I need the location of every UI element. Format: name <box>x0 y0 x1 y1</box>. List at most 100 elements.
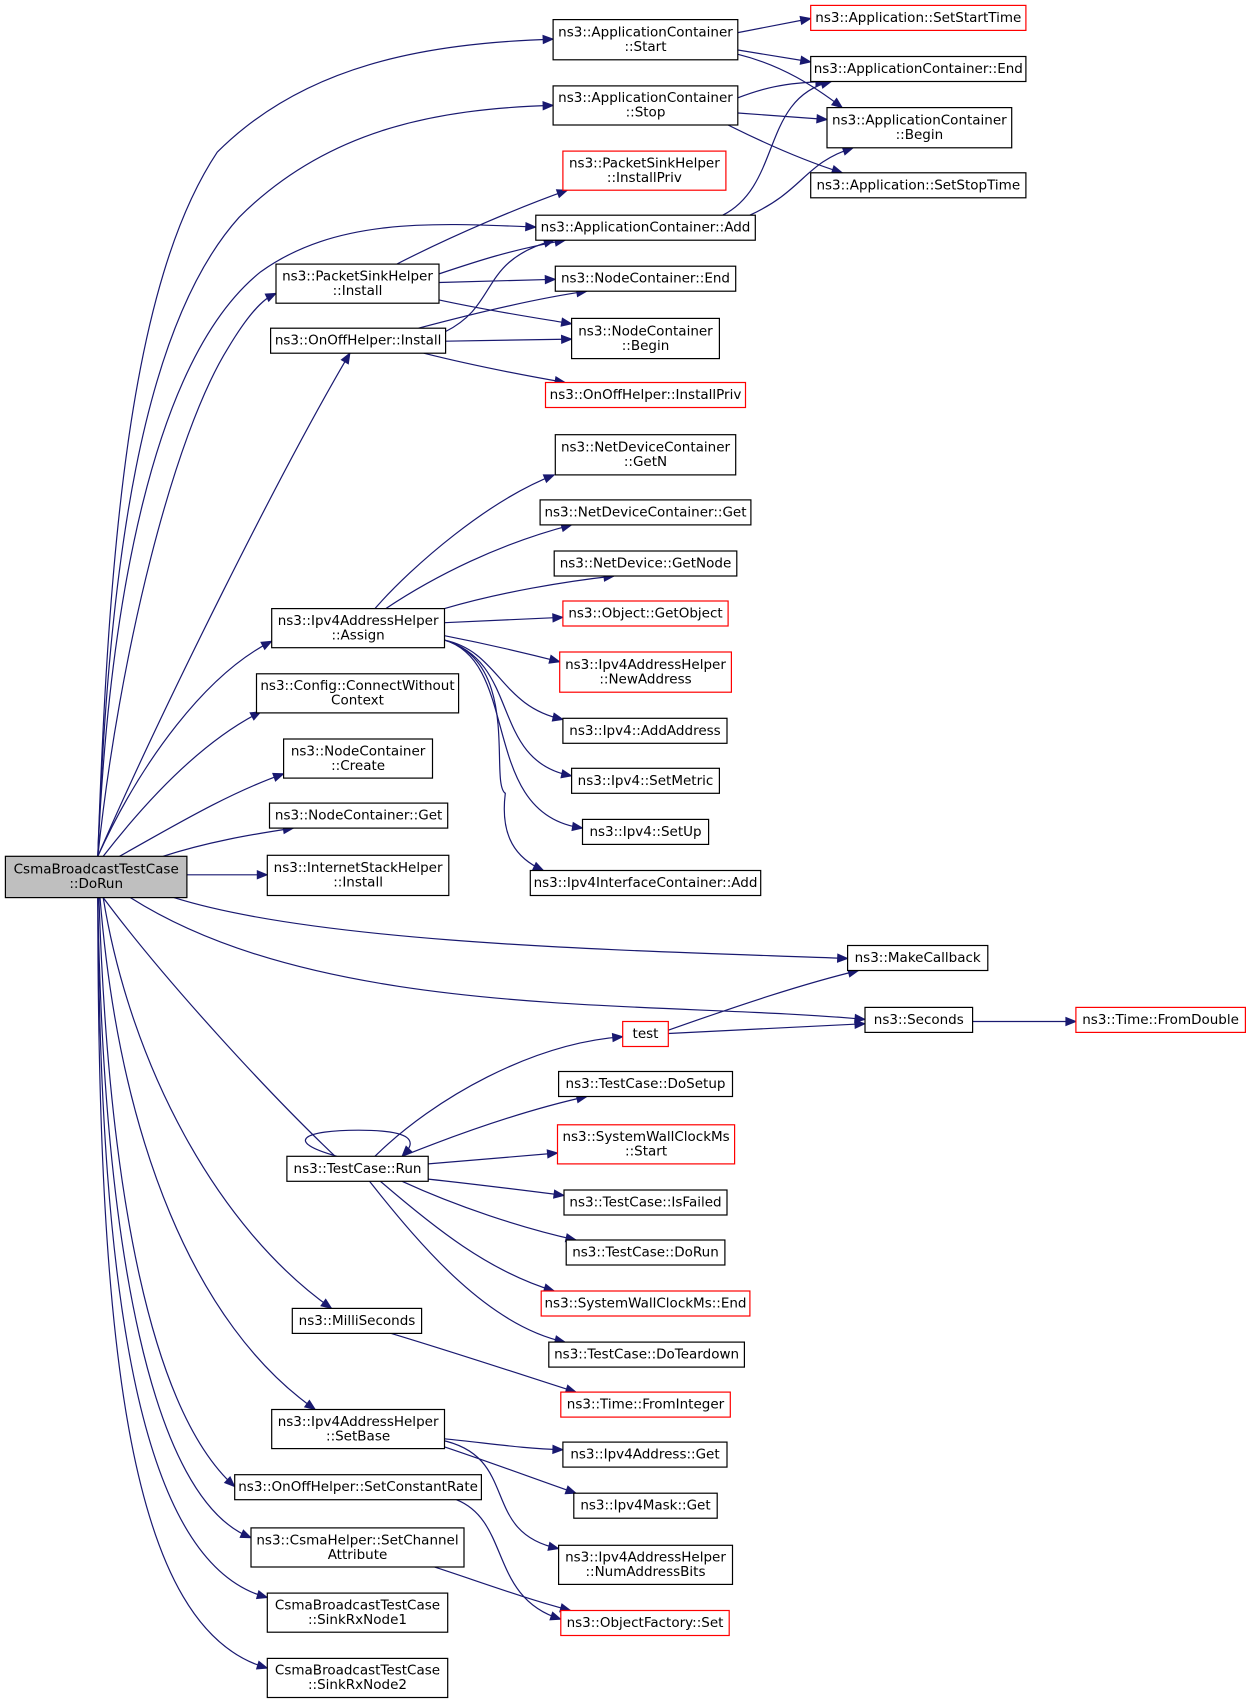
node-ncEnd[interactable]: ns3::NodeContainer::End <box>554 265 737 292</box>
node-box <box>562 600 729 627</box>
edge-tcRun-to-tcDoRun <box>401 1180 578 1243</box>
edge-arrowhead <box>548 654 561 664</box>
node-label: ns3::ApplicationContainer <box>832 112 1007 128</box>
node-ipv4SetUp[interactable]: ns3::Ipv4::SetUp <box>581 818 710 846</box>
node-label: CsmaBroadcastTestCase <box>14 862 179 878</box>
node-label: ns3::Application::SetStopTime <box>816 177 1020 193</box>
node-box <box>560 1391 731 1418</box>
node-ooSetConstRate[interactable]: ns3::OnOffHelper::SetConstantRate <box>234 1474 482 1501</box>
edge-arrowhead <box>551 712 565 722</box>
node-box <box>810 172 1027 199</box>
node-label: ns3::ApplicationContainer <box>558 90 733 106</box>
edge-root-to-csmaSetChanAttr <box>97 897 253 1539</box>
edge-line <box>374 474 555 609</box>
node-ncGet[interactable]: ns3::NodeContainer::Get <box>268 802 449 829</box>
node-ndcGetN[interactable]: ns3::NetDeviceContainer::GetN <box>554 434 737 476</box>
node-appSetStop[interactable]: ns3::Application::SetStopTime <box>810 172 1027 199</box>
node-ipv4Assign[interactable]: ns3::Ipv4AddressHelper::Assign <box>271 607 446 649</box>
node-label: ::Install <box>333 283 383 299</box>
node-label: ns3::OnOffHelper::Install <box>275 333 442 349</box>
node-ipv4NumAddrBits[interactable]: ns3::Ipv4AddressHelper::NumAddressBits <box>557 1544 734 1586</box>
node-ishInstall[interactable]: ns3::InternetStackHelper::Install <box>266 854 450 897</box>
edge-ipv4Assign-to-ndcGet <box>385 523 573 610</box>
edge-arrowhead <box>223 1476 236 1488</box>
node-swcEnd[interactable]: ns3::SystemWallClockMs::End <box>540 1290 751 1317</box>
edge-ooSetConstRate-to-objFactorySet <box>456 1499 563 1621</box>
node-label: ns3::MilliSeconds <box>299 1313 416 1329</box>
node-seconds[interactable]: ns3::Seconds <box>864 1006 974 1034</box>
edge-arrowhead <box>249 711 262 721</box>
node-label: ::DoRun <box>69 876 123 892</box>
node-appSetStart[interactable]: ns3::Application::SetStartTime <box>810 4 1027 32</box>
edge-arrowhead <box>542 100 555 111</box>
node-ooInstall[interactable]: ns3::OnOffHelper::Install <box>270 327 447 354</box>
edge-arrowhead <box>836 953 849 963</box>
node-tcRun[interactable]: ns3::TestCase::Run <box>286 1155 429 1182</box>
node-ipv4NewAddr[interactable]: ns3::Ipv4AddressHelper::NewAddress <box>559 651 733 693</box>
node-ndGetNode[interactable]: ns3::NetDevice::GetNode <box>553 550 738 577</box>
edge-root-to-psInstall <box>97 292 278 857</box>
node-appStart[interactable]: ns3::ApplicationContainer::Start <box>552 19 739 61</box>
node-objGetObject[interactable]: ns3::Object::GetObject <box>562 600 729 627</box>
edge-arrowhead <box>256 870 269 880</box>
node-ipv4SetMetric[interactable]: ns3::Ipv4::SetMetric <box>570 767 720 794</box>
edge-line <box>418 290 587 329</box>
node-ipv4AddrGet[interactable]: ns3::Ipv4Address::Get <box>562 1441 728 1468</box>
node-label: ns3::ApplicationContainer::End <box>814 61 1023 77</box>
edge-line <box>737 112 828 121</box>
node-test[interactable]: test <box>622 1020 669 1048</box>
node-appEnd[interactable]: ns3::ApplicationContainer::End <box>810 55 1027 83</box>
node-tcDoTeardown[interactable]: ns3::TestCase::DoTeardown <box>548 1341 745 1368</box>
edge-root-to-ooSetConstRate <box>98 897 236 1488</box>
node-milliSeconds[interactable]: ns3::MilliSeconds <box>291 1307 423 1335</box>
node-ipv4MaskGet[interactable]: ns3::Ipv4Mask::Get <box>573 1492 718 1519</box>
edge-root-to-makeCallback <box>173 897 849 963</box>
node-appAdd[interactable]: ns3::ApplicationContainer::Add <box>535 214 756 241</box>
node-label: ns3::Ipv4::SetMetric <box>578 773 714 789</box>
edge-ipv4SetBase-to-ipv4MaskGet <box>439 1444 578 1495</box>
node-appStop[interactable]: ns3::ApplicationContainer::Stop <box>552 85 739 126</box>
node-ipv4SetBase[interactable]: ns3::Ipv4AddressHelper::SetBase <box>271 1408 446 1450</box>
node-label: ns3::NodeContainer <box>578 323 713 339</box>
node-label: ns3::Time::FromDouble <box>1082 1012 1239 1028</box>
node-label: ::GetN <box>624 454 667 470</box>
node-ooInstallPriv[interactable]: ns3::OnOffHelper::InstallPriv <box>544 381 747 409</box>
edge-line <box>749 147 854 216</box>
node-box <box>554 434 737 476</box>
node-objFactorySet[interactable]: ns3::ObjectFactory::Set <box>560 1609 730 1637</box>
node-box <box>810 4 1027 32</box>
node-ncCreate[interactable]: ns3::NodeContainer::Create <box>283 738 434 779</box>
node-tcIsFailed[interactable]: ns3::TestCase::IsFailed <box>563 1189 728 1216</box>
edge-line <box>99 897 316 1410</box>
node-ipv4IcAdd[interactable]: ns3::Ipv4InterfaceContainer::Add <box>529 869 762 897</box>
node-box <box>581 818 710 846</box>
node-psInstallPriv[interactable]: ns3::PacketSinkHelper::InstallPriv <box>562 150 727 191</box>
edge-tcRun-to-swcStart <box>428 1149 559 1165</box>
edge-line <box>438 278 556 284</box>
node-box <box>275 263 440 304</box>
node-sinkRx2[interactable]: CsmaBroadcastTestCase::SinkRxNode2 <box>266 1657 449 1699</box>
node-sinkRx1[interactable]: CsmaBroadcastTestCase::SinkRxNode1 <box>266 1592 449 1633</box>
node-psInstall[interactable]: ns3::PacketSinkHelper::Install <box>275 263 440 304</box>
node-label: ns3::Ipv4AddressHelper <box>565 1550 726 1566</box>
node-appBegin[interactable]: ns3::ApplicationContainer::Begin <box>826 106 1013 149</box>
node-ncBegin[interactable]: ns3::NodeContainer::Begin <box>570 317 720 360</box>
edge-tcRun-to-tcRun <box>304 1129 413 1158</box>
node-root[interactable]: CsmaBroadcastTestCase::DoRun <box>4 855 188 899</box>
node-makeCallback[interactable]: ns3::MakeCallback <box>846 944 989 972</box>
node-tcDoRun[interactable]: ns3::TestCase::DoRun <box>565 1239 726 1266</box>
node-timeFromInteger[interactable]: ns3::Time::FromInteger <box>560 1391 731 1418</box>
node-label: ns3::InternetStackHelper <box>274 860 443 876</box>
edge-line <box>444 639 544 872</box>
node-tcDoSetup[interactable]: ns3::TestCase::DoSetup <box>557 1070 734 1098</box>
node-label: ns3::CsmaHelper::SetChannel <box>256 1532 458 1548</box>
node-timeFromDouble[interactable]: ns3::Time::FromDouble <box>1075 1006 1247 1034</box>
node-swcStart[interactable]: ns3::SystemWallClockMs::Start <box>556 1124 736 1165</box>
node-ipv4AddAddr[interactable]: ns3::Ipv4::AddAddress <box>562 717 728 744</box>
node-ndcGet[interactable]: ns3::NetDeviceContainer::Get <box>539 499 752 526</box>
node-box <box>562 1441 728 1468</box>
edge-line <box>391 1332 577 1393</box>
